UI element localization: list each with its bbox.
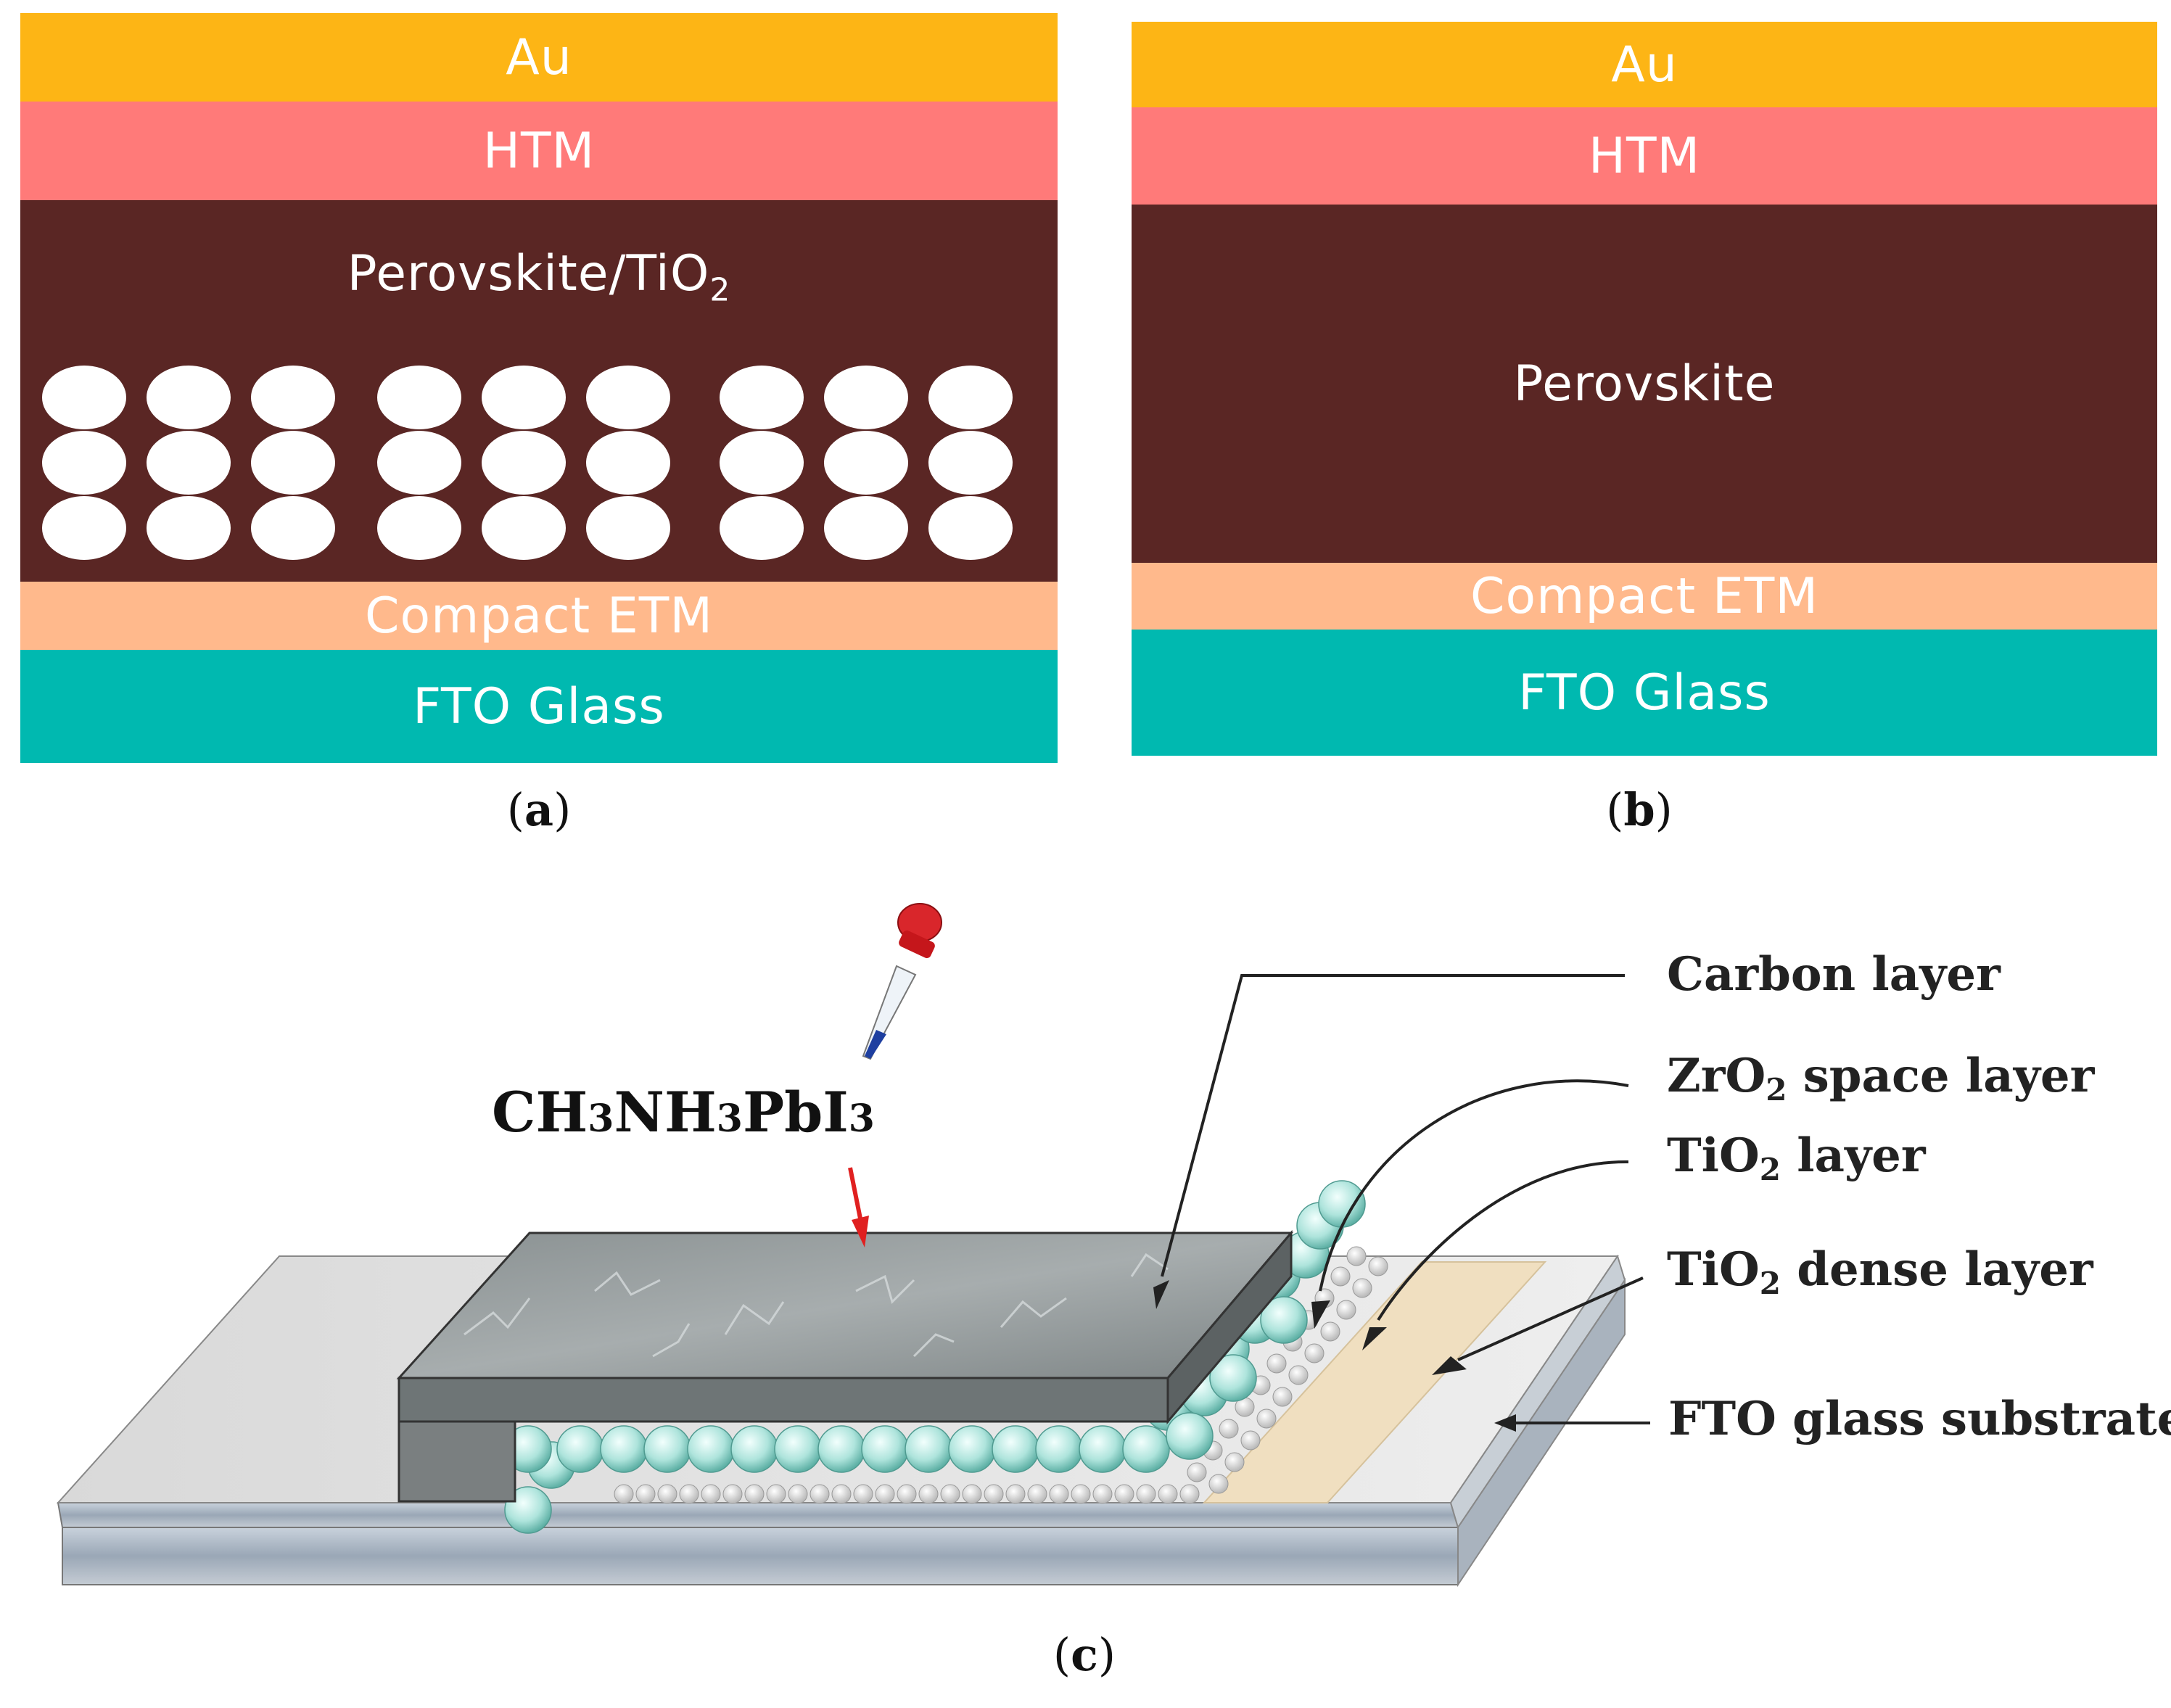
drop-arrow: [848, 1167, 869, 1247]
leader-lines: [1161, 974, 1650, 1424]
leader-arrowheads: [1153, 1280, 1516, 1432]
perovskite-label: Perovskite: [1513, 355, 1776, 413]
compact-etm-label: Compact ETM: [365, 587, 713, 645]
htm-label: HTM: [482, 122, 596, 180]
perovskite-tio2-label: Perovskite/TiO2: [347, 245, 731, 309]
tio2-dense-layer-label: TiO2 dense layer: [1667, 1242, 2094, 1301]
caption-c: (c): [1052, 1628, 1116, 1681]
perovskite-tio2-layer: Perovskite/TiO2: [20, 200, 1058, 582]
fto-glass-layer: FTO Glass: [1132, 630, 2157, 756]
au-layer: Au: [20, 13, 1058, 102]
compact-etm-layer: Compact ETM: [1132, 563, 2157, 630]
zro2-leader: [1319, 1079, 1629, 1292]
carbon-leader: [1161, 974, 1625, 1277]
compact-etm-label: Compact ETM: [1470, 567, 1818, 625]
htm-layer: HTM: [1132, 107, 2157, 205]
dropper-icon: [862, 903, 942, 1060]
panel-c-carbon-cell-schematic: CH3NH3PbI3 Carbon layer ZrO2 space layer…: [56, 903, 2171, 1588]
perovskite-formula: CH3NH3PbI3: [492, 1080, 875, 1144]
caption-a: (a): [506, 783, 572, 836]
htm-label: HTM: [1588, 127, 1701, 185]
tio2-dense-layer: [1202, 1261, 1547, 1503]
tio2-layer-label: TiO2 layer: [1667, 1129, 1927, 1187]
fto-glass-layer: FTO Glass: [20, 650, 1058, 763]
zro2-space-layer-label: ZrO2 space layer: [1667, 1049, 2096, 1107]
carbon-layer-block: [396, 1229, 1294, 1503]
au-label: Au: [506, 28, 572, 86]
tio2-particles: [42, 366, 1013, 560]
dense-leader: [1457, 1276, 1644, 1361]
au-label: Au: [1611, 36, 1678, 94]
caption-b: (b): [1606, 783, 1673, 836]
fto-glass-label: FTO Glass: [413, 677, 665, 735]
htm-layer: HTM: [20, 102, 1058, 200]
compact-etm-layer: Compact ETM: [20, 582, 1058, 650]
panel-a: Au HTM Perovskite/TiO2 Com: [20, 13, 1058, 763]
fto-glass-label: FTO Glass: [1518, 664, 1771, 722]
zro2-space-layer-particles: [504, 1180, 1366, 1534]
panel-b: Au HTM Perovskite Compact ETM FTO Glass: [1132, 22, 2157, 756]
fto-substrate-label: FTO glass substrate: [1668, 1392, 2171, 1446]
perovskite-layer: Perovskite: [1132, 205, 2157, 563]
tio2-leader: [1377, 1160, 1629, 1321]
au-layer: Au: [1132, 22, 2157, 107]
carbon-layer-label: Carbon layer: [1667, 947, 2001, 1002]
